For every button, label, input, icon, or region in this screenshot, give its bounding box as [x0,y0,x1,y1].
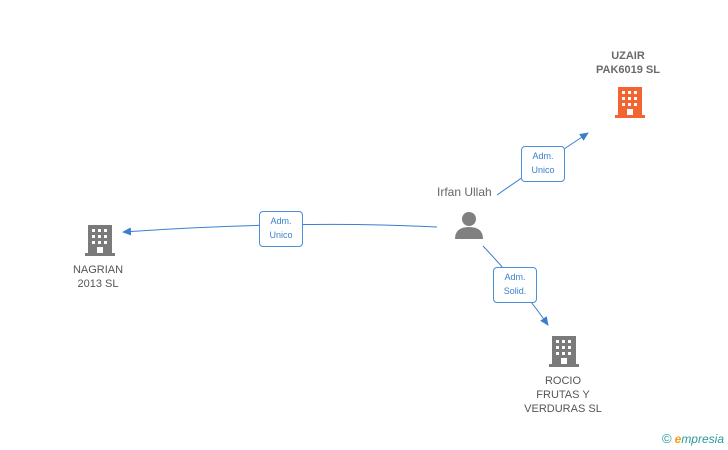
brand-logo: ©empresia [662,431,724,446]
edge-label-rocio[interactable]: Adm. Solid. [493,267,537,303]
edge-label-nagrian[interactable]: Adm. Unico [259,211,303,247]
copyright-icon: © [662,431,672,446]
company-label-nagrian[interactable]: NAGRIAN 2013 SL [72,264,124,290]
building-icon[interactable] [84,223,116,257]
edge-label-uzair[interactable]: Adm. Unico [521,146,565,182]
building-icon[interactable] [614,85,646,119]
person-icon[interactable] [454,210,484,240]
company-label-uzair[interactable]: UZAIR PAK6019 SL [596,50,660,76]
building-icon[interactable] [548,334,580,368]
brand-initial: e [674,432,682,446]
brand-name: mpresia [681,432,724,446]
company-label-rocio[interactable]: ROCIO FRUTAS Y VERDURAS SL [524,375,602,415]
person-label[interactable]: Irfan Ullah [437,185,492,199]
